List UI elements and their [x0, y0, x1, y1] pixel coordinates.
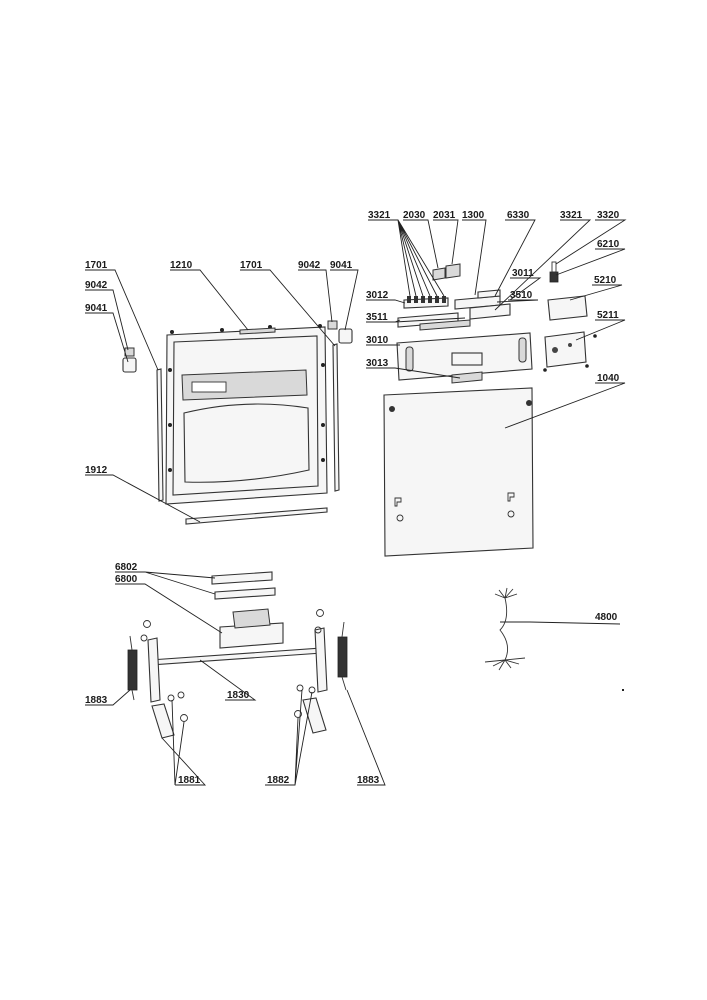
label-1040: 1040 [597, 373, 620, 384]
control-panel-assembly [396, 261, 597, 384]
label-2031: 2031 [433, 210, 456, 221]
label-9042-right: 9042 [298, 260, 321, 271]
label-3321-buttons: 3321 [368, 210, 391, 221]
hinge-cap-right [327, 320, 353, 344]
label-6210: 6210 [597, 239, 620, 250]
label-1830: 1830 [227, 690, 250, 701]
label-5210: 5210 [594, 275, 617, 286]
label-1912: 1912 [85, 465, 108, 476]
label-9042-left: 9042 [85, 280, 108, 291]
part-labels: 3321 2030 2031 1300 6330 3321 3320 6210 … [85, 210, 620, 786]
label-1882: 1882 [267, 775, 290, 786]
label-4800: 4800 [595, 612, 618, 623]
label-1300: 1300 [462, 210, 485, 221]
label-1701-left: 1701 [85, 260, 108, 271]
label-9041-left: 9041 [85, 303, 108, 314]
label-3320: 3320 [597, 210, 620, 221]
label-1883-left: 1883 [85, 695, 108, 706]
outer-door-panel [383, 387, 534, 557]
wiring-harness [484, 587, 526, 671]
label-6802: 6802 [115, 562, 138, 573]
label-5211: 5211 [597, 310, 619, 321]
bottom-gasket-strip [185, 507, 328, 525]
leader-lines [85, 219, 627, 786]
side-gasket-strip-left [156, 368, 164, 502]
label-3510: 3510 [510, 290, 533, 301]
control-buttons [403, 296, 449, 309]
label-6330: 6330 [507, 210, 530, 221]
label-1701-right: 1701 [240, 260, 263, 271]
label-9041-right: 9041 [330, 260, 353, 271]
label-6800: 6800 [115, 574, 138, 585]
label-1883-right: 1883 [357, 775, 380, 786]
label-3010: 3010 [366, 335, 389, 346]
label-1881: 1881 [178, 775, 201, 786]
label-3011: 3011 [512, 268, 534, 279]
inner-door-panel [165, 324, 328, 505]
spring-right [337, 621, 348, 691]
label-3012: 3012 [366, 290, 389, 301]
label-3321-screw: 3321 [560, 210, 583, 221]
stray-mark [622, 689, 624, 691]
side-gasket-strip-right [332, 343, 340, 492]
label-3013: 3013 [366, 358, 389, 369]
dispenser-assembly [211, 571, 284, 649]
label-3511: 3511 [366, 312, 388, 323]
hinge-arm-right [294, 609, 328, 734]
label-1210: 1210 [170, 260, 193, 271]
hinge-arm-left [140, 620, 188, 739]
hinge-bar [149, 647, 323, 666]
label-2030: 2030 [403, 210, 426, 221]
spring-left [127, 635, 138, 701]
top-gasket-strip [239, 327, 276, 335]
